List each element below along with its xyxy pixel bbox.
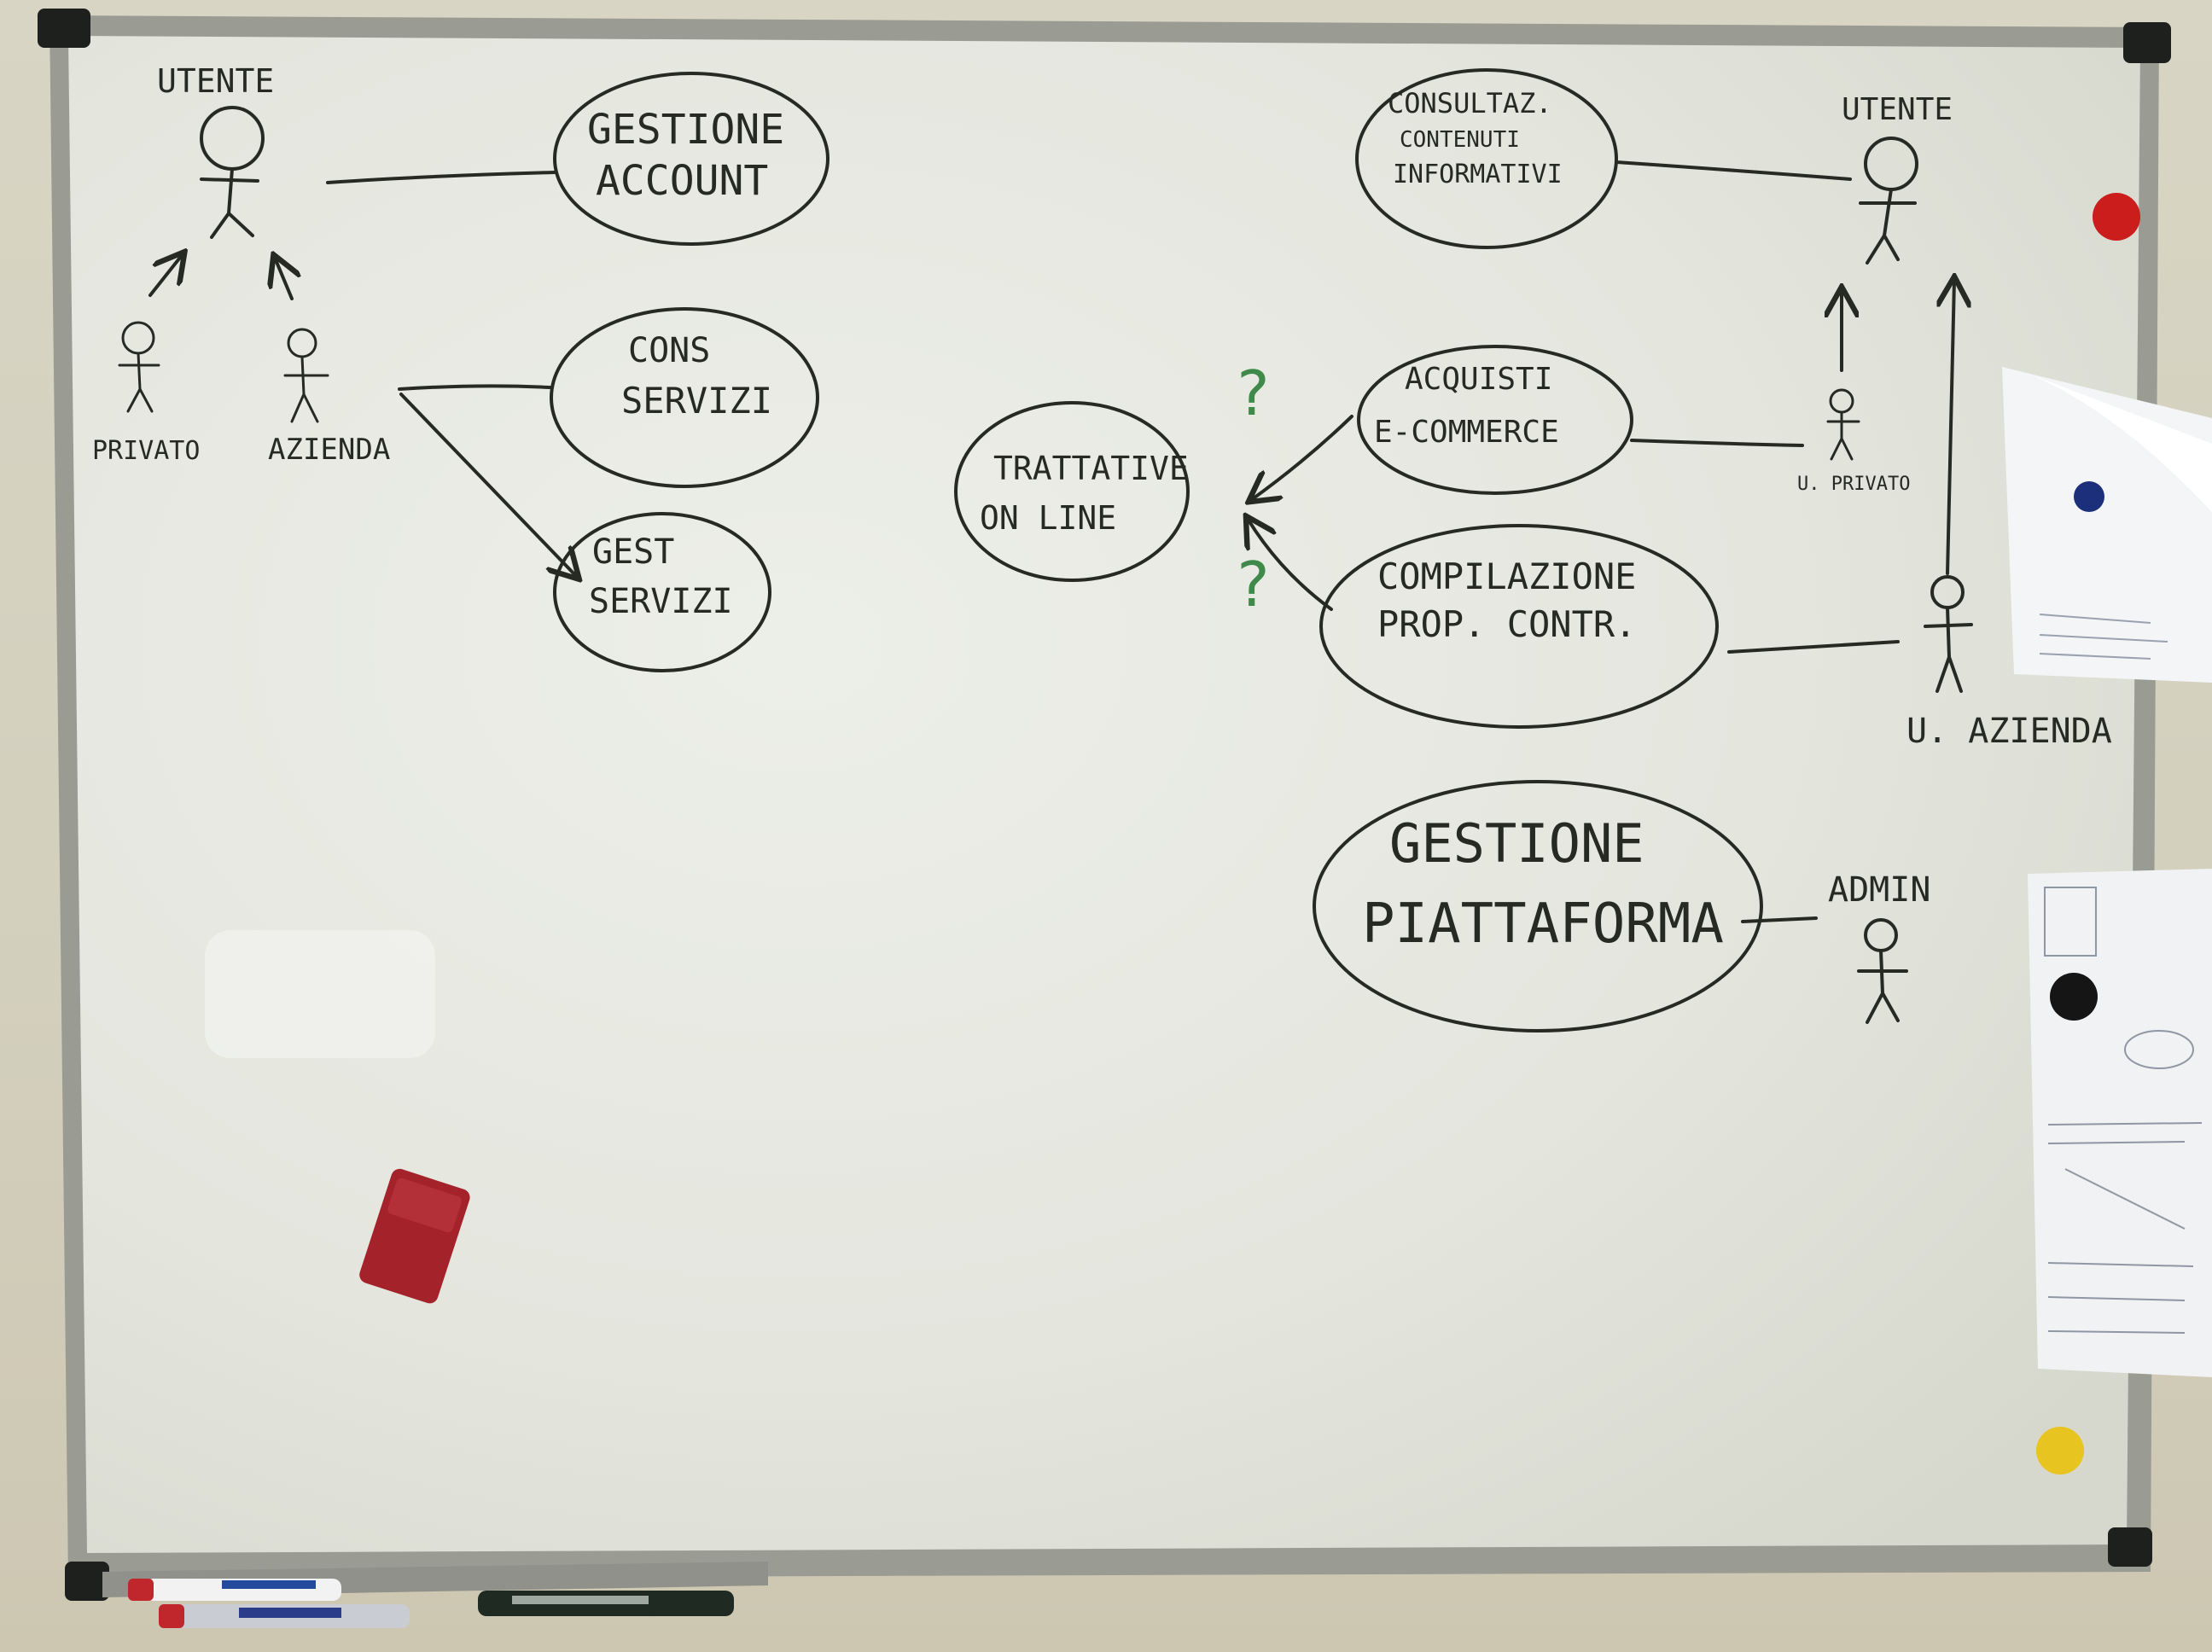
use-case-label: INFORMATIVI xyxy=(1393,160,1563,189)
use-case-label: CONS xyxy=(628,331,710,370)
whiteboard-frame xyxy=(38,9,2171,1601)
use-case-label: ACQUISTI xyxy=(1405,362,1552,397)
use-case-compilazione xyxy=(1319,524,1719,729)
right-use-case-diagram xyxy=(954,68,1973,1032)
actor-label-u-privato: U. PRIVATO xyxy=(1797,474,1910,495)
frame-corner-icon xyxy=(2108,1527,2152,1567)
left-use-case-diagram xyxy=(118,72,830,672)
actor-label-utente-right: UTENTE xyxy=(1842,92,1953,127)
handwritten-labels: UTENTE PRIVATO AZIENDA GESTIONE ACCOUNT … xyxy=(92,62,2112,956)
use-case-label: GEST xyxy=(592,532,674,572)
stick-figure-icon xyxy=(1924,575,1973,693)
stick-figure-icon xyxy=(200,106,265,239)
use-case-label: GESTIONE xyxy=(1389,812,1644,875)
frame-corner-icon xyxy=(38,9,90,48)
use-case-consultaz xyxy=(1355,68,1618,249)
use-case-label: SERVIZI xyxy=(589,582,733,621)
use-case-label: GESTIONE xyxy=(587,106,784,154)
use-case-label: CONTENUTI xyxy=(1400,127,1520,153)
stick-figure-icon xyxy=(1859,137,1918,265)
use-case-label: ON LINE xyxy=(980,499,1116,537)
use-case-label: CONSULTAZ. xyxy=(1388,87,1552,119)
use-case-label: PIATTAFORMA xyxy=(1362,893,1724,956)
stick-figure-icon xyxy=(1857,918,1908,1024)
use-case-gestione-account xyxy=(553,72,830,246)
question-mark-annotation: ? xyxy=(1234,358,1271,429)
use-case-label: E-COMMERCE xyxy=(1374,415,1559,450)
actor-label-u-azienda: U. AZIENDA xyxy=(1906,712,2112,751)
actor-label-utente: UTENTE xyxy=(157,62,274,100)
stick-figure-icon xyxy=(283,328,329,423)
yellow-magnet-icon xyxy=(2036,1427,2084,1475)
marker-icon xyxy=(128,1579,341,1601)
marker-icon xyxy=(159,1604,410,1628)
use-case-label: TRATTATIVE xyxy=(993,450,1189,487)
frame-corner-icon xyxy=(65,1562,109,1601)
red-magnet-icon xyxy=(2093,193,2140,241)
use-case-gestione-piattaforma xyxy=(1313,780,1763,1032)
pinned-paper xyxy=(2028,869,2212,1377)
marker-icon xyxy=(478,1591,734,1616)
board-objects xyxy=(128,193,2212,1628)
eraser-icon xyxy=(359,1168,470,1304)
actor-label-admin: ADMIN xyxy=(1828,870,1930,910)
use-case-gest-servizi xyxy=(553,512,771,672)
black-magnet-icon xyxy=(2050,973,2098,1021)
stick-figure-icon xyxy=(1826,388,1860,461)
frame-corner-icon xyxy=(2123,22,2171,63)
actor-label-azienda: AZIENDA xyxy=(268,433,390,467)
question-mark-annotation: ? xyxy=(1234,549,1271,620)
use-case-cons-servizi xyxy=(550,307,819,488)
pinned-paper xyxy=(2002,367,2212,683)
use-case-label: ACCOUNT xyxy=(596,157,768,205)
stick-figure-icon xyxy=(118,321,160,413)
use-case-label: SERVIZI xyxy=(621,380,772,422)
actor-label-privato: PRIVATO xyxy=(92,436,200,466)
use-case-label: COMPILAZIONE xyxy=(1377,556,1636,597)
use-case-acquisti xyxy=(1357,345,1633,495)
use-case-trattative xyxy=(954,401,1190,582)
use-case-label: PROP. CONTR. xyxy=(1377,603,1636,645)
